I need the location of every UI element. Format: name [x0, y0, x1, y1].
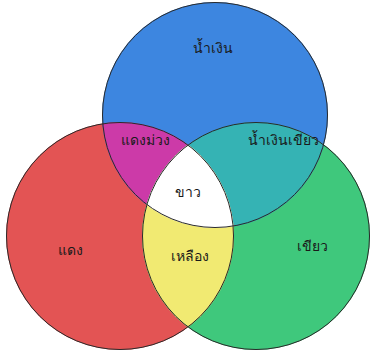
green-circle: เขียว [142, 122, 370, 350]
color-label: แดงม่วง [121, 131, 170, 149]
color-label: ขาว [175, 183, 201, 201]
circle-border [143, 123, 370, 350]
yellow-fill [142, 122, 370, 350]
color-label: น้ำเงินเขียว [248, 131, 319, 149]
green-fill [142, 122, 370, 350]
color-label: แดง [58, 241, 83, 259]
cyan-region: น้ำเงินเขียว [244, 129, 323, 151]
white-fill [142, 122, 370, 350]
circle-border [7, 123, 234, 350]
circle-outline [142, 122, 370, 350]
circle-outline [102, 2, 328, 228]
white-region: ขาว [171, 181, 205, 203]
yellow-region: เหลือง [167, 245, 213, 267]
color-label: เหลือง [171, 247, 209, 265]
blue-circle: น้ำเงิน [102, 2, 328, 228]
circle-outline [6, 122, 234, 350]
color-label: เขียว [297, 237, 328, 255]
circle-border [103, 3, 328, 228]
red-circle: แดง [6, 122, 234, 350]
color-label: น้ำเงิน [193, 39, 233, 57]
cyan-fill [142, 122, 370, 350]
